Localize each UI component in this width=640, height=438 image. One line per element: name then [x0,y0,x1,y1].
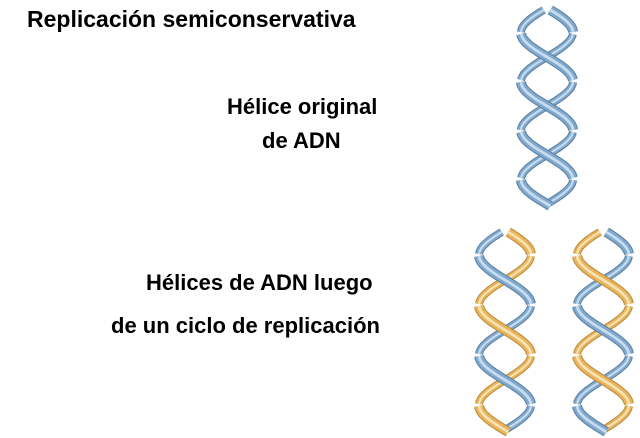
original-strand-a-front-highlight [519,81,575,131]
daughter-right-strand-a-front-highlight [575,305,631,355]
daughter-left-strand-b-back-highlight [478,231,503,255]
original-strand-b-front-highlight [519,33,575,81]
daughter-left-strand-b-front-highlight [477,255,533,305]
daughter-left-strand-a-front-highlight [477,305,533,355]
original-strand-b-back-highlight [519,9,545,33]
daughter-right-strand-b-back-highlight [576,231,601,255]
diagram-title: Replicación semiconservativa [27,6,356,32]
daughter-right-strand-a-front-highlight [605,230,631,255]
original-strand-b-front-highlight [519,131,575,179]
daughter-left-strand-b-front-highlight [477,355,533,405]
original-helix-label-line2: de ADN [262,128,341,153]
daughter-dna-helix-left [474,227,536,437]
daughter-dna-helix-right [572,227,634,437]
daughter-left-strand-a-front-highlight [507,230,533,255]
daughter-right-strand-a-front-highlight [575,405,608,434]
daughter-right-strand-b-front-highlight [575,255,631,305]
replicated-helices-label-line2: de un ciclo de replicación [111,313,380,338]
original-helix-label-line1: Hélice original [227,94,378,119]
daughter-left-strand-a-front-highlight [477,405,510,434]
original-strand-a-front-highlight [549,8,575,33]
daughter-right-strand-b-front-highlight [575,355,631,405]
replicated-helices-label-line1: Hélices de ADN luego [146,270,373,295]
original-dna-helix [516,5,578,211]
original-strand-a-front-highlight [519,179,552,208]
